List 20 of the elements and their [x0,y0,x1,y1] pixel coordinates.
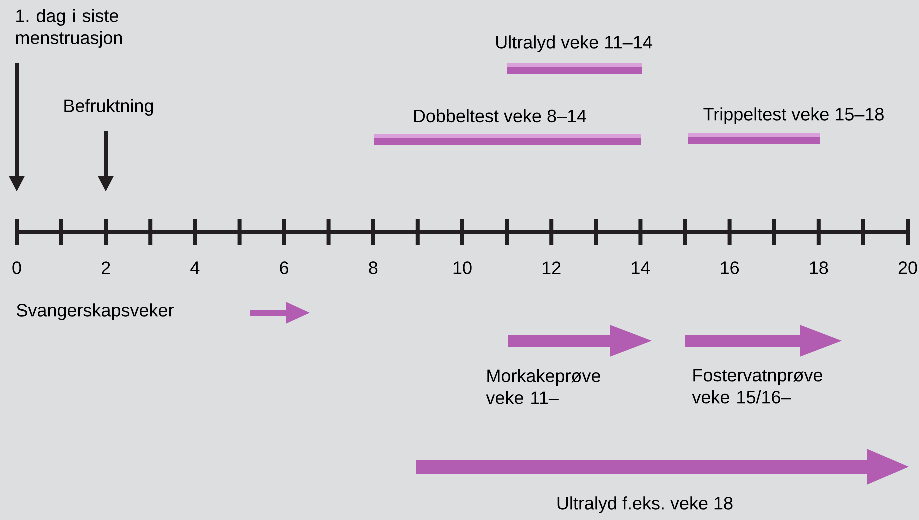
tick-label: 2 [102,262,110,274]
tick-label: 12 [542,262,561,274]
label-text: Trippeltest veke 15–18 [704,108,884,124]
tick-label: 8 [369,262,378,274]
label-text: Svangerskapsveker [17,304,174,320]
tick-label: 14 [632,262,650,274]
tick-label: 10 [454,262,472,274]
tick-label: 20 [898,262,918,274]
tick-label: 0 [12,262,22,274]
label-text: Dobbeltest veke 8–14 [414,109,586,123]
tick-label: 6 [280,262,289,274]
tick-label: 4 [190,262,200,274]
tick-label: 18 [810,262,828,274]
tick-label: 16 [721,262,740,274]
label-text: Ultralyd f.eks. veke 18 [558,496,733,514]
label-text: Fostervatnprøve veke 15/16– [692,369,822,404]
label-text: Ultralyd veke 11–14 [496,36,652,52]
annotation-text: Befruktning [64,99,154,116]
label-text: Morkakeprøve veke 11– [486,369,600,404]
annotation-text: 1. dag i siste menstruasjon [16,9,122,48]
